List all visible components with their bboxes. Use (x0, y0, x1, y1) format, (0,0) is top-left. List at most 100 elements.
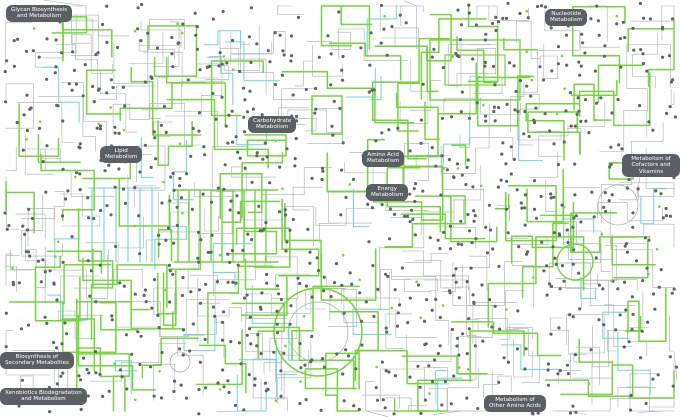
compound-node (298, 401, 302, 406)
compound-node (673, 115, 678, 119)
citrate-cycle-ring (273, 287, 363, 377)
label-glycan-biosynthesis[interactable]: Glycan Biosynthesis and Metabolism (6, 5, 73, 22)
compound-node (651, 128, 655, 132)
base-pathway-lines (4, 0, 678, 417)
highlighted-pathway-cyan (640, 188, 667, 225)
compound-node (660, 55, 665, 59)
compound-node (546, 362, 551, 366)
pathway-link (414, 260, 463, 289)
label-secondary-metabolites[interactable]: Biosynthesis of Secondary Metabolites (0, 352, 74, 369)
compound-node (538, 65, 542, 69)
compound-node (288, 322, 292, 326)
compound-node (285, 240, 289, 244)
highlighted-pathway-cyan (236, 374, 267, 412)
compound-node (170, 35, 174, 40)
compound-node (411, 217, 415, 221)
label-carbohydrate-metabolism[interactable]: Carbohydrate Metabolism (248, 116, 297, 133)
compound-node (152, 278, 157, 282)
compound-node (484, 225, 488, 229)
compound-node (661, 216, 665, 220)
compound-node-highlighted (32, 212, 36, 216)
highlighted-pathway-green (166, 98, 269, 169)
compound-node (471, 293, 475, 297)
compound-node (551, 245, 555, 249)
label-nucleotide-metabolism[interactable]: Nucleotide Metabolism (545, 9, 588, 26)
compound-node-highlighted (647, 272, 650, 276)
compound-node (322, 275, 326, 279)
compound-node (580, 32, 584, 36)
highlighted-pathway-cyan (434, 370, 449, 385)
compound-node (256, 333, 260, 337)
compound-node (203, 337, 207, 341)
compound-node (265, 272, 269, 277)
pathway-link (263, 323, 283, 374)
compound-node (279, 369, 283, 373)
compound-node (384, 369, 388, 373)
compound-node (427, 364, 431, 368)
label-other-amino-acids[interactable]: Metabolism of Other Amino Acids (484, 395, 547, 412)
pathway-link (648, 363, 675, 408)
compound-node (226, 252, 230, 256)
pathway-link (183, 316, 217, 335)
label-energy-metabolism[interactable]: Energy Metabolism (366, 184, 409, 201)
compound-node (114, 244, 118, 249)
pathway-link (555, 278, 598, 289)
compound-node (272, 350, 276, 354)
compound-node (502, 356, 506, 360)
label-xenobiotics-biodegradation[interactable]: Xenobiotics Biodegradation and Metabolis… (0, 388, 87, 405)
compound-node (610, 111, 614, 115)
compound-node (400, 266, 404, 270)
pathway-link (21, 191, 65, 219)
compound-node (275, 322, 279, 326)
compound-node (278, 33, 282, 37)
compound-node (573, 193, 577, 197)
compound-node (667, 54, 672, 58)
compound-node (627, 340, 631, 344)
compound-node (473, 344, 477, 348)
label-cofactors-vitamins[interactable]: Metabolism of Cofactors and Vitamins (622, 154, 680, 178)
compound-node (515, 347, 520, 351)
compound-node (436, 351, 440, 356)
compound-node (393, 212, 397, 216)
highlighted-pathway-green (240, 275, 288, 316)
compound-node (524, 347, 528, 351)
pathway-link (365, 381, 388, 417)
compound-node (317, 55, 321, 59)
label-lipid-metabolism[interactable]: Lipid Metabolism (100, 146, 143, 163)
compound-node (166, 226, 171, 230)
pathway-link (437, 199, 464, 227)
compound-node (5, 227, 9, 231)
compound-node (222, 187, 226, 191)
compound-node-highlighted (109, 106, 112, 109)
compound-node (105, 91, 109, 95)
highlighted-pathway-cyan (518, 125, 544, 162)
highlighted-pathway-green (100, 314, 138, 331)
compound-node (619, 65, 623, 69)
compound-node (341, 78, 345, 82)
pathway-link (638, 410, 664, 413)
compound-node (383, 406, 387, 410)
highlighted-pathway-green (525, 103, 580, 161)
compound-node (110, 318, 114, 322)
compound-node (474, 237, 478, 241)
label-amino-acid-metabolism[interactable]: Amino Acid Metabolism (362, 150, 405, 167)
compound-node (439, 193, 443, 197)
compound-node (589, 348, 593, 352)
compound-node (284, 249, 288, 253)
compound-node-highlighted (457, 366, 461, 369)
compound-node (92, 216, 96, 221)
highlighted-pathway-green (243, 134, 287, 157)
compound-node (79, 378, 83, 382)
compound-node (159, 123, 163, 127)
compound-node (485, 251, 490, 255)
compound-node-highlighted (531, 276, 535, 279)
compound-node (352, 404, 356, 408)
pathway-link (516, 103, 562, 141)
compound-node (464, 182, 468, 187)
compound-node (278, 210, 282, 214)
highlighted-pathway-green (393, 398, 449, 412)
compound-node (230, 109, 234, 113)
compound-node (263, 381, 267, 385)
compound-node (514, 89, 518, 94)
compound-node (242, 408, 246, 412)
